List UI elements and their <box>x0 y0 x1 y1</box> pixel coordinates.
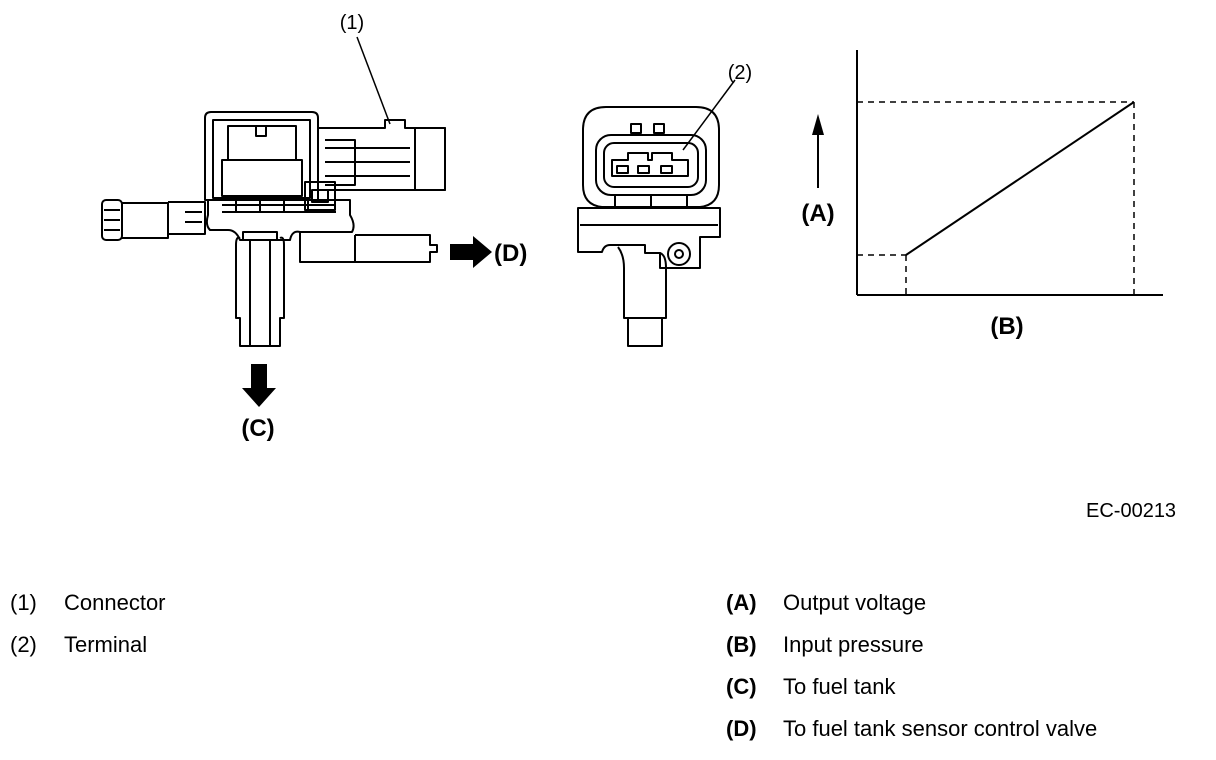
legend-key: (2) <box>10 632 37 657</box>
arrow-right-icon <box>450 236 492 268</box>
connector-callout-label: (1) <box>340 12 364 34</box>
legend-item: (B) Input pressure <box>726 624 1097 666</box>
terminal-callout-label: (2) <box>728 62 752 84</box>
sensor-diagram: (1) (D) (C) (2) <box>101 12 1163 442</box>
arrow-d-label: (D) <box>494 240 527 267</box>
graph-characteristic-line <box>905 101 1135 256</box>
graph-y-label: (A) <box>801 200 834 227</box>
legend-text: Input pressure <box>783 632 924 657</box>
legend-text: Output voltage <box>783 590 927 615</box>
output-graph <box>812 50 1163 296</box>
arrow-up-icon <box>812 114 824 135</box>
sensor-front-view <box>577 106 721 347</box>
arrow-c-label: (C) <box>241 415 274 442</box>
legend-key: (A) <box>726 590 757 615</box>
graph-x-label: (B) <box>990 313 1023 340</box>
graph-guide-lines <box>857 101 1135 295</box>
legend-item: (A) Output voltage <box>726 582 1097 624</box>
legend-text: To fuel tank sensor control valve <box>783 716 1098 741</box>
legend-parts: (1) Connector (2) Terminal <box>10 582 166 666</box>
legend-key: (D) <box>726 716 757 741</box>
legend-key: (B) <box>726 632 757 657</box>
legend-item: (D) To fuel tank sensor control valve <box>726 708 1097 750</box>
legend-item: (2) Terminal <box>10 624 166 666</box>
figure-code: EC-00213 <box>1086 500 1177 522</box>
connector-leader-line <box>356 36 391 125</box>
legend-item: (1) Connector <box>10 582 166 624</box>
legend-key: (1) <box>10 590 37 615</box>
legend-text: Connector <box>64 590 166 615</box>
legend-text: To fuel tank <box>783 674 896 699</box>
arrow-down-icon <box>242 364 276 407</box>
legend-text: Terminal <box>64 632 148 657</box>
legend-item: (C) To fuel tank <box>726 666 1097 708</box>
legend-labels: (A) Output voltage (B) Input pressure (C… <box>726 582 1097 750</box>
sensor-side-view <box>101 111 446 347</box>
legend-key: (C) <box>726 674 757 699</box>
terminal-leader-line <box>682 79 736 151</box>
